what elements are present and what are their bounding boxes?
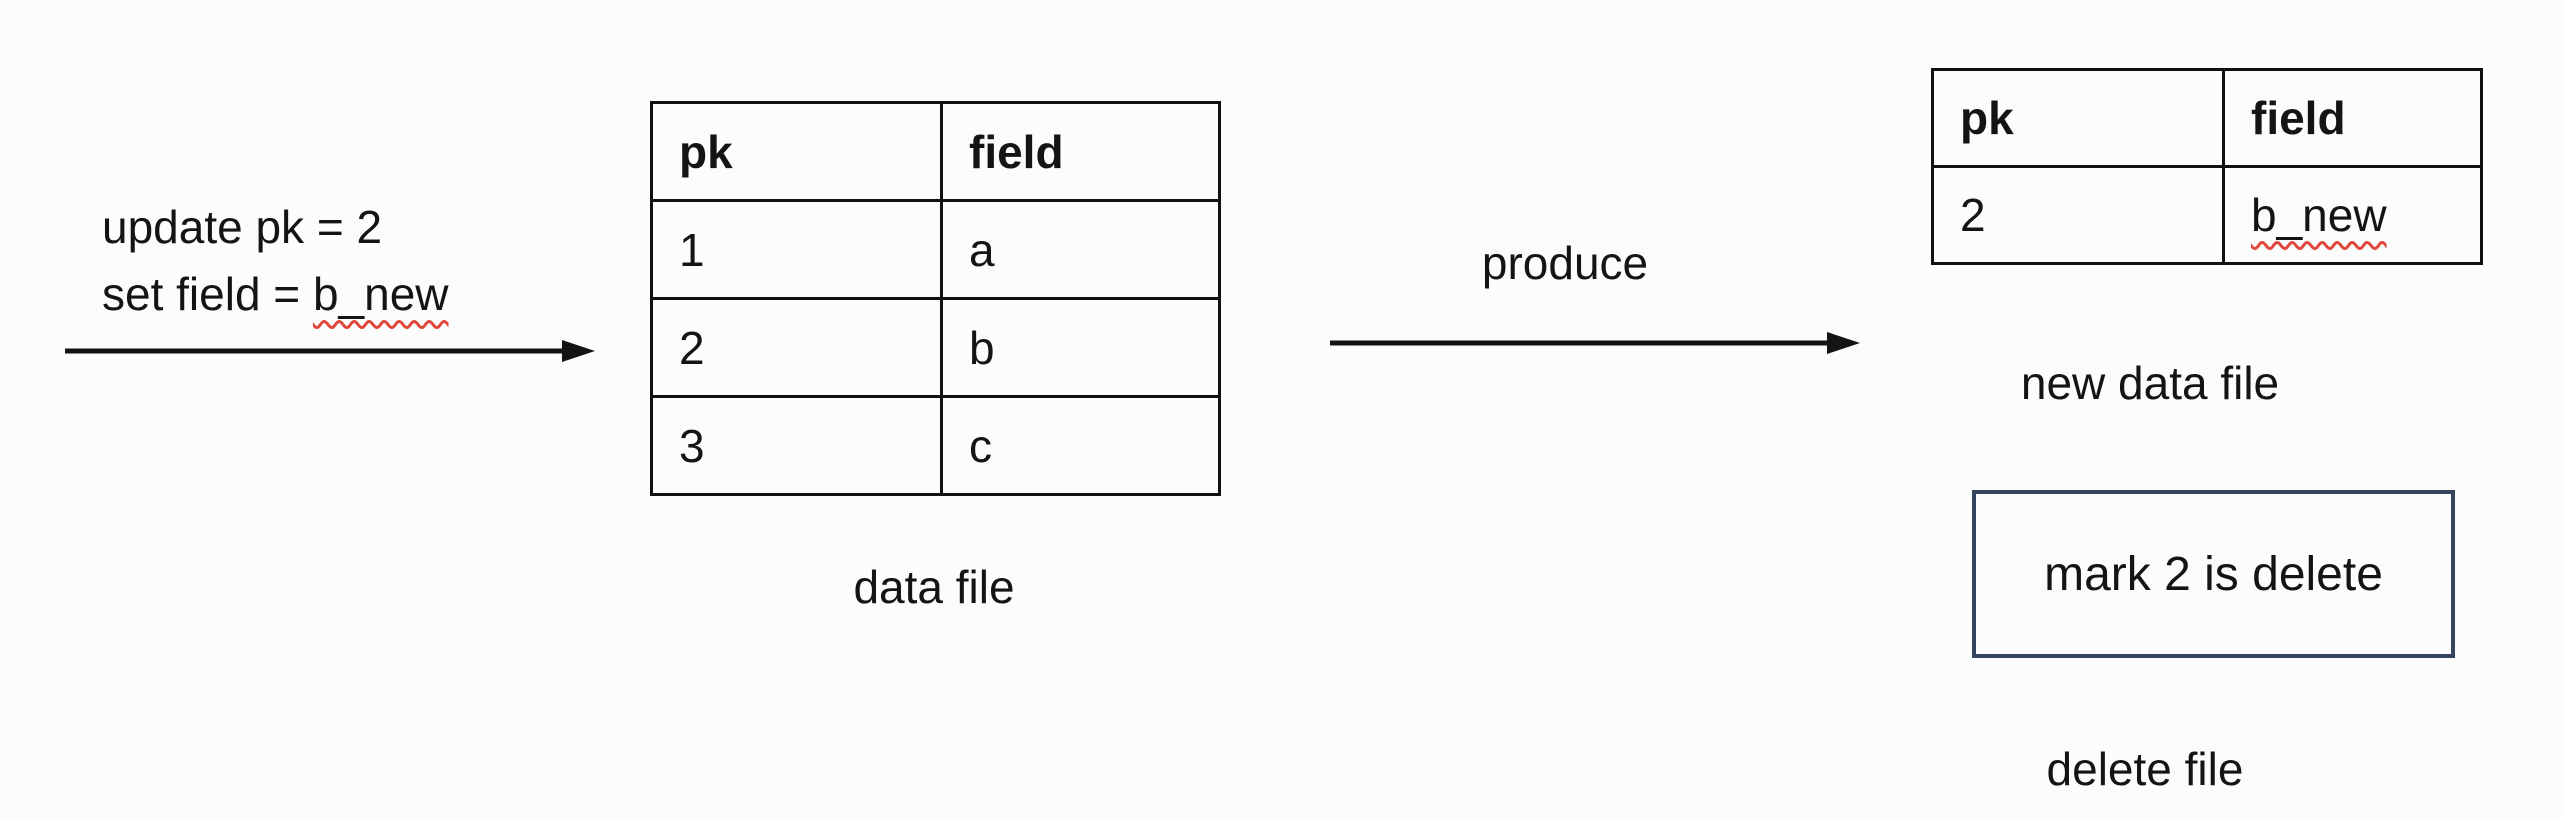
data-file-cell-field-a: a [940, 199, 1221, 300]
data-file-cell-field-c: c [940, 395, 1221, 496]
delete-marker-text: mark 2 is delete [2044, 547, 2383, 601]
misspelled-cell-b-new: b_new [2251, 189, 2387, 241]
update-instruction-line1: update pk = 2 [102, 201, 383, 253]
new-data-file-table: pk field 2 b_new [1931, 68, 2483, 265]
table-row: 2 b_new [1931, 165, 2483, 265]
new-data-file-header-pk: pk [1931, 68, 2225, 168]
produce-arrow-icon [1330, 332, 1860, 354]
produce-label: produce [1481, 237, 1649, 289]
data-file-header-field: field [940, 101, 1221, 202]
new-data-file-header-row: pk field [1931, 68, 2483, 168]
data-file-table: pk field 1 a 2 b 3 c [650, 101, 1221, 496]
table-row: 1 a [650, 199, 1221, 300]
update-arrow-icon [65, 340, 595, 362]
data-file-header-row: pk field [650, 101, 1221, 202]
new-data-file-cell-field-b-new: b_new [2222, 165, 2483, 265]
set-field-prefix: set field = [102, 268, 313, 320]
delete-marker-box: mark 2 is delete [1972, 490, 2455, 658]
data-file-header-pk: pk [650, 101, 943, 202]
misspelled-value-b-new: b_new [312, 268, 449, 320]
new-data-file-caption: new data file [2020, 357, 2280, 409]
data-file-cell-pk-2: 2 [650, 297, 943, 398]
data-file-cell-pk-1: 1 [650, 199, 943, 300]
update-instruction-line2: set field = b_new [102, 261, 449, 328]
update-instruction: update pk = 2 set field = b_new [102, 194, 449, 328]
table-row: 2 b [650, 297, 1221, 398]
delete-file-caption: delete file [2046, 743, 2244, 795]
data-file-cell-pk-3: 3 [650, 395, 943, 496]
data-file-caption: data file [853, 561, 1015, 613]
new-data-file-header-field: field [2222, 68, 2483, 168]
table-row: 3 c [650, 395, 1221, 496]
new-data-file-cell-pk-2: 2 [1931, 165, 2225, 265]
data-file-cell-field-b: b [940, 297, 1221, 398]
